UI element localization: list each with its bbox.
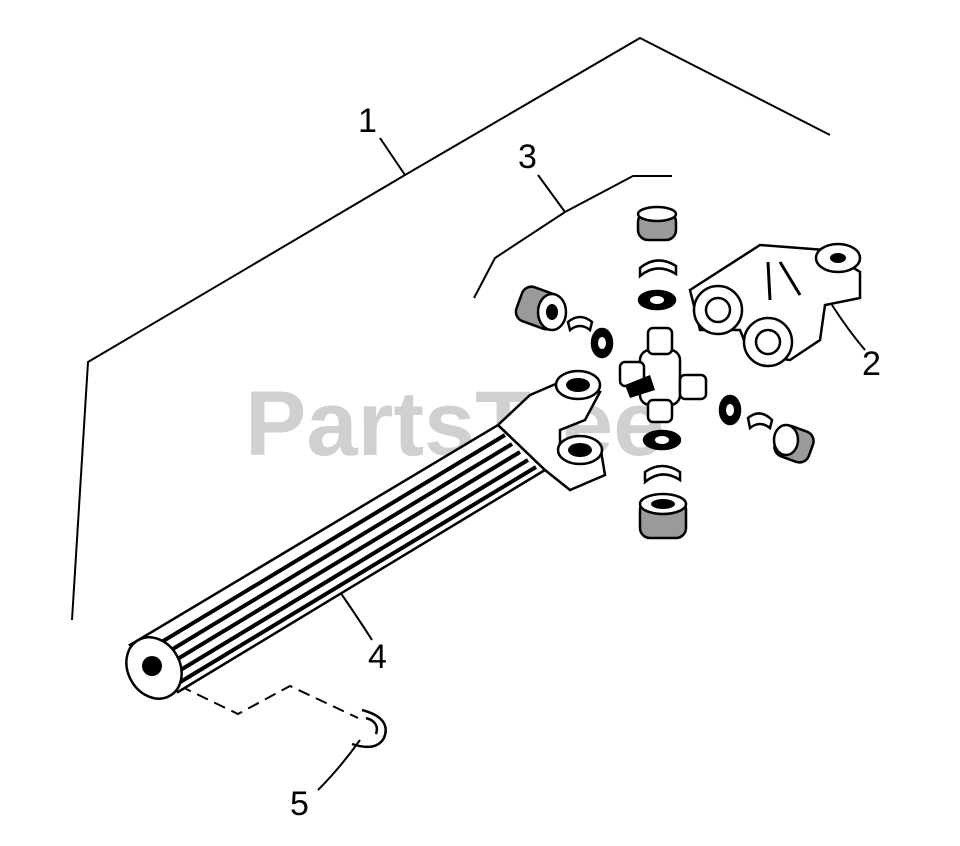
bearing-stack-right [718, 394, 815, 464]
bearing-stack-bottom [638, 429, 688, 540]
snap-ring-part-5 [351, 708, 387, 749]
universal-joint-cross [618, 326, 708, 424]
leader-line-3 [537, 174, 566, 213]
yoke-part-2 [688, 242, 862, 368]
alignment-dashed-line [179, 684, 359, 719]
leader-line-1 [379, 137, 406, 176]
shaft-yoke [496, 369, 607, 492]
leader-line-5 [317, 739, 361, 791]
callout-1: 1 [358, 102, 377, 140]
callout-3: 3 [518, 138, 537, 176]
leader-line-2 [831, 304, 866, 351]
callout-4: 4 [368, 638, 387, 676]
bearing-stack-top [636, 205, 678, 311]
leader-line-4 [339, 591, 373, 641]
callout-5: 5 [290, 785, 309, 823]
callout-2: 2 [862, 345, 881, 383]
splined-shaft-part-4 [125, 423, 548, 700]
bearing-stack-left [514, 285, 614, 359]
